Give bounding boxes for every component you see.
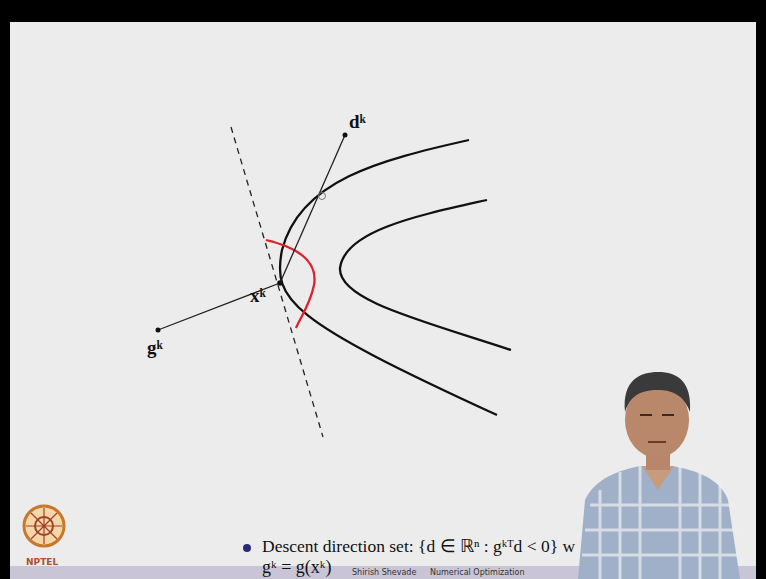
marker <box>319 193 326 200</box>
point-label: xᵏ <box>250 286 266 307</box>
direction-vector <box>280 135 345 283</box>
tangent-line <box>231 127 323 437</box>
gradient-vector <box>158 283 280 330</box>
bullet-text: Descent direction set: {d ∈ ℝⁿ : gᵏᵀd < … <box>262 537 575 556</box>
nptel-logo <box>24 506 64 546</box>
red-curve <box>266 240 315 328</box>
contour-curve <box>340 200 511 350</box>
bullet <box>243 544 251 552</box>
contour-curve <box>280 140 497 415</box>
footer-text: Shirish Shevade <box>352 569 416 578</box>
footer-text: Numerical Optimization <box>430 569 525 578</box>
bullet-text: gᵏ = g(xᵏ) <box>262 558 332 578</box>
vector-label: gᵏ <box>147 338 163 359</box>
presenter <box>578 372 740 579</box>
point-dot <box>156 328 161 333</box>
point-dot <box>277 280 283 286</box>
vector-label: dᵏ <box>349 112 366 133</box>
point-dot <box>343 133 348 138</box>
logo-text: NPTEL <box>26 558 58 568</box>
